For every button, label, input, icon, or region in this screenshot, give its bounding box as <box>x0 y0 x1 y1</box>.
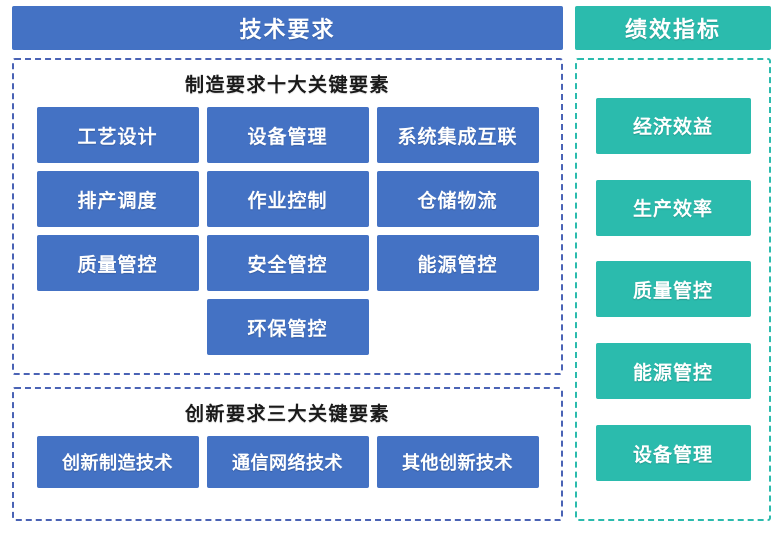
manufacturing-row-2: 排产调度 作业控制 仓储物流 <box>14 171 561 227</box>
element-box[interactable]: 安全管控 <box>206 235 369 291</box>
element-box[interactable]: 排产调度 <box>36 171 199 227</box>
element-box[interactable]: 仓储物流 <box>376 171 539 227</box>
element-box[interactable]: 其他创新技术 <box>376 436 539 488</box>
element-box[interactable]: 创新制造技术 <box>36 436 199 488</box>
manufacturing-row-4: 环保管控 <box>14 299 561 355</box>
technical-requirements-column: 技术要求 制造要求十大关键要素 工艺设计 设备管理 系统集成互联 排产调度 作业… <box>12 6 563 529</box>
element-box[interactable]: 质量管控 <box>36 235 199 291</box>
innovation-requirements-panel: 创新要求三大关键要素 创新制造技术 通信网络技术 其他创新技术 <box>12 387 563 521</box>
element-box[interactable]: 工艺设计 <box>36 107 199 163</box>
kpi-item[interactable]: 设备管理 <box>595 425 751 482</box>
manufacturing-row-3: 质量管控 安全管控 能源管控 <box>14 235 561 291</box>
manufacturing-row-1: 工艺设计 设备管理 系统集成互联 <box>14 107 561 163</box>
innovation-section-title: 创新要求三大关键要素 <box>184 404 390 425</box>
innovation-row-1: 创新制造技术 通信网络技术 其他创新技术 <box>14 436 561 488</box>
element-box[interactable]: 通信网络技术 <box>206 436 369 488</box>
element-box[interactable]: 设备管理 <box>206 107 369 163</box>
kpi-item[interactable]: 能源管控 <box>595 343 751 400</box>
technical-requirements-header: 技术要求 <box>12 6 563 50</box>
performance-indicators-column: 绩效指标 经济效益 生产效率 质量管控 能源管控 设备管理 <box>575 6 771 529</box>
element-box[interactable]: 环保管控 <box>206 299 369 355</box>
performance-indicators-panel: 经济效益 生产效率 质量管控 能源管控 设备管理 <box>575 58 771 521</box>
kpi-item[interactable]: 质量管控 <box>595 261 751 318</box>
element-box[interactable]: 系统集成互联 <box>376 107 539 163</box>
performance-indicators-header: 绩效指标 <box>575 6 771 50</box>
element-box[interactable]: 能源管控 <box>376 235 539 291</box>
kpi-item[interactable]: 生产效率 <box>595 179 751 236</box>
kpi-item[interactable]: 经济效益 <box>595 97 751 154</box>
manufacturing-section-title: 制造要求十大关键要素 <box>184 75 390 96</box>
element-box[interactable]: 作业控制 <box>206 171 369 227</box>
manufacturing-requirements-panel: 制造要求十大关键要素 工艺设计 设备管理 系统集成互联 排产调度 作业控制 仓储… <box>12 58 563 375</box>
